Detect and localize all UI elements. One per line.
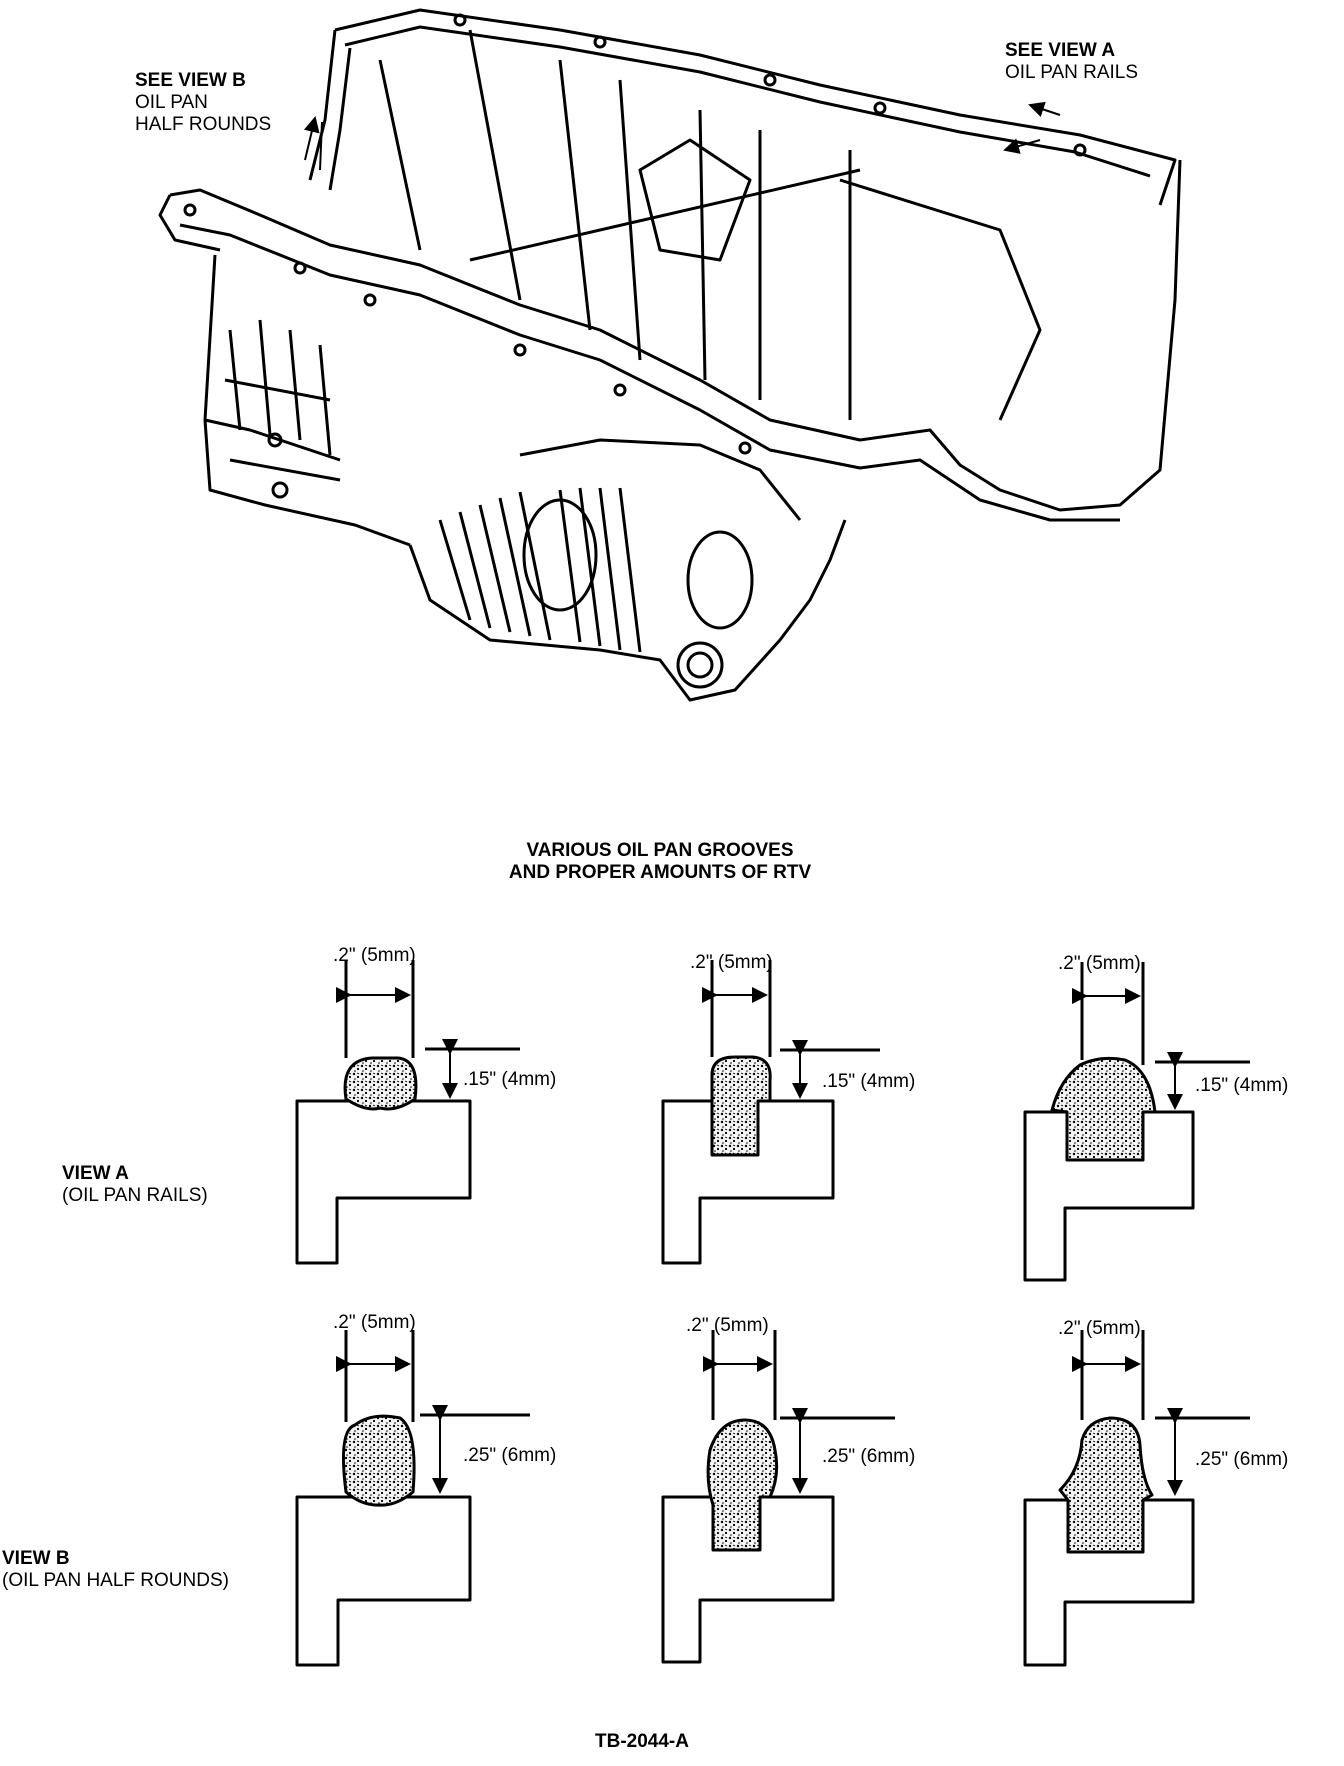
row-label-view-b: VIEW B (OIL PAN HALF ROUNDS) (2, 1548, 229, 1592)
dim-width-b1: .2" (5mm) (333, 1312, 416, 1333)
row-b-title: VIEW B (2, 1548, 70, 1569)
dim-height-b1: .25" (6mm) (463, 1445, 557, 1466)
dim-height-a2: .15" (4mm) (822, 1071, 916, 1092)
section-views (295, 960, 1250, 1667)
diagram-heading: VARIOUS OIL PAN GROOVES AND PROPER AMOUN… (400, 840, 920, 884)
dim-height-a3: .15" (4mm) (1195, 1075, 1289, 1096)
rail-profile (295, 1099, 472, 1265)
row-a-subtitle: (OIL PAN RAILS) (62, 1185, 208, 1206)
callout-view-b-line3: HALF ROUNDS (135, 114, 272, 135)
dim-width-b2: .2" (5mm) (686, 1315, 769, 1336)
rtv-bead (343, 1056, 418, 1111)
heading-line2: AND PROPER AMOUNTS OF RTV (508, 862, 812, 883)
callout-view-b-line2: OIL PAN (135, 92, 208, 113)
dim-width-a1: .2" (5mm) (333, 945, 416, 966)
callout-view-a-line2: OIL PAN RAILS (1005, 62, 1139, 83)
callout-view-a-line1: SEE VIEW A (1005, 40, 1116, 61)
dim-width-b3: .2" (5mm) (1058, 1318, 1141, 1339)
callout-view-b-line1: SEE VIEW B (135, 70, 246, 91)
row-label-view-a: VIEW A (OIL PAN RAILS) (62, 1163, 208, 1207)
row-b-subtitle: (OIL PAN HALF ROUNDS) (2, 1570, 229, 1591)
row-a-title: VIEW A (62, 1163, 129, 1184)
dim-height-b3: .25" (6mm) (1195, 1449, 1289, 1470)
heading-line1: VARIOUS OIL PAN GROOVES (526, 840, 794, 861)
dim-height-b2: .25" (6mm) (822, 1446, 916, 1467)
dim-width-a2: .2" (5mm) (690, 952, 773, 973)
callout-view-a: SEE VIEW A OIL PAN RAILS (1005, 40, 1138, 84)
oil-pan-illustration (158, 8, 1182, 702)
dim-width-a3: .2" (5mm) (1058, 953, 1141, 974)
figure-id: TB-2044-A (595, 1731, 689, 1752)
dim-height-a1: .15" (4mm) (463, 1069, 557, 1090)
callout-view-b: SEE VIEW B OIL PAN HALF ROUNDS (135, 70, 271, 136)
